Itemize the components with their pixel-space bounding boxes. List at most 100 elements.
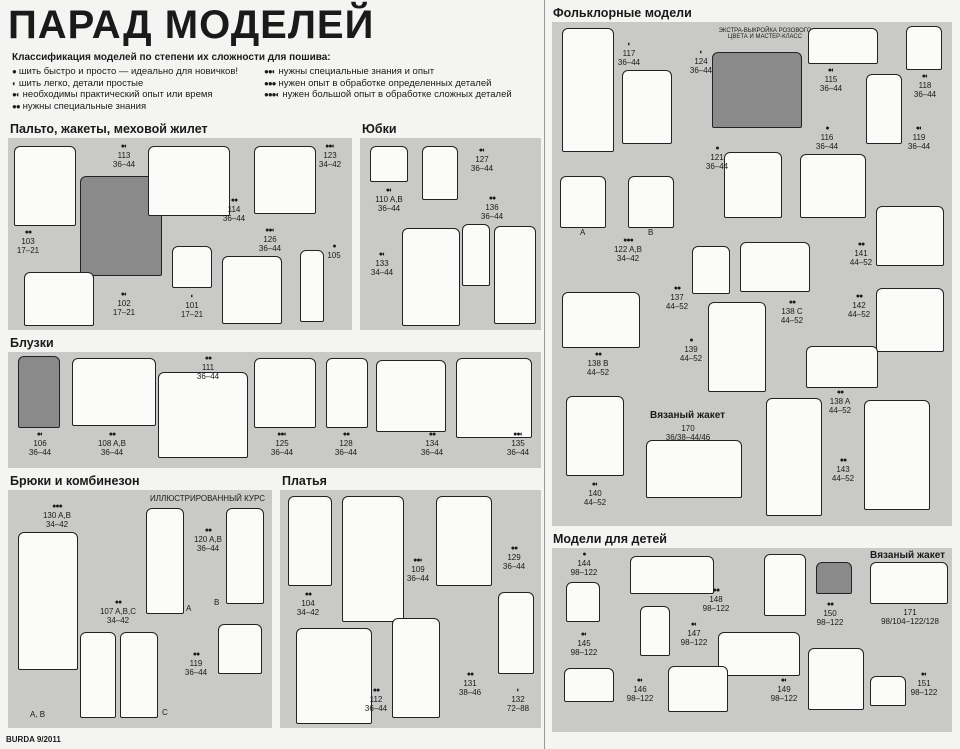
garment-kids-skirt[interactable] (816, 562, 852, 594)
knit-jacket-kids-title: Вязаный жакет (870, 550, 946, 561)
garment-blouse-108[interactable] (72, 358, 156, 426)
garment-folk-skirt-139[interactable] (708, 302, 766, 392)
label-122-b: B (648, 228, 654, 237)
garment-kids-skirt-151[interactable] (870, 676, 906, 706)
legend-item: ●●нужны специальные знания (12, 100, 147, 112)
garment-folk-skirt-121[interactable] (724, 152, 782, 218)
garment-vest-106[interactable] (18, 356, 60, 428)
garment-kids-vest-144[interactable] (566, 582, 600, 622)
garment-folk-blouse-116[interactable] (800, 154, 866, 218)
garment-folk-blouse-115[interactable] (808, 28, 878, 64)
garment-kids-dress-151[interactable] (808, 648, 864, 710)
garment-skirt-long[interactable] (494, 226, 536, 324)
garment-knit-jacket-171[interactable] (870, 562, 948, 604)
section-title-blouses: Блузки (10, 336, 54, 350)
page-fold (544, 0, 545, 749)
model-105: ●105 (327, 243, 341, 260)
garment-kids-skirt-145[interactable] (564, 668, 614, 702)
garment-jacket-123[interactable] (254, 146, 316, 214)
garment-skirt-127[interactable] (422, 146, 458, 200)
garment-trousers-120a[interactable] (146, 508, 184, 614)
garment-folk-vest-137[interactable] (692, 246, 730, 294)
knit-jacket-title: Вязаный жакет (650, 410, 726, 421)
garment-dress-132[interactable] (498, 592, 534, 674)
garment-folk-apron-143[interactable] (864, 400, 930, 510)
garment-kids-shorts-147[interactable] (640, 606, 670, 656)
garment-jacket-126[interactable] (222, 256, 282, 324)
garment-kids-blouse-148[interactable] (630, 556, 714, 594)
garment-kids-blouse-149[interactable] (718, 632, 800, 676)
garment-kids-dress[interactable] (764, 554, 806, 616)
section-title-coats: Пальто, жакеты, меховой жилет (10, 122, 208, 136)
page-title: ПАРАД МОДЕЛЕЙ (8, 3, 375, 47)
garment-folk-skirt-140[interactable] (566, 396, 624, 476)
garment-trousers-119[interactable] (218, 624, 262, 674)
garment-dress-131[interactable] (392, 618, 440, 718)
garment-trousers-107b[interactable] (120, 632, 158, 718)
garment-blouse-135[interactable] (456, 358, 532, 438)
garment-folk-cape[interactable] (712, 52, 802, 128)
section-title-trousers: Брюки и комбинезон (10, 474, 140, 488)
garment-scarf-105[interactable] (300, 250, 324, 322)
garment-folk-vest-118[interactable] (906, 26, 942, 70)
garment-folk-jacket-122a[interactable] (560, 176, 606, 228)
section-title-dresses: Платья (282, 474, 327, 488)
garment-jacket-small[interactable] (24, 272, 94, 326)
garment-folk-dress-117[interactable] (562, 28, 614, 152)
garment-trousers-120b[interactable] (226, 508, 264, 604)
garment-dress-109[interactable] (342, 496, 404, 622)
garment-skirt-133[interactable] (402, 228, 460, 326)
garment-vest-101[interactable] (172, 246, 212, 288)
label-ab: A, B (30, 710, 46, 719)
garment-skirt-110[interactable] (370, 146, 408, 182)
garment-folk-dress[interactable] (766, 398, 822, 516)
garment-folk-jacket-122b[interactable] (628, 176, 674, 228)
garment-top-128[interactable] (326, 358, 368, 428)
garment-dress-104[interactable] (288, 496, 332, 586)
garment-trousers-136[interactable] (462, 224, 490, 286)
garment-folk-apron-124[interactable] (622, 70, 672, 144)
garment-folk-jacket-141[interactable] (876, 206, 944, 266)
garment-blouse-111[interactable] (158, 372, 248, 458)
garment-dress-112[interactable] (296, 628, 372, 724)
garment-folk-blouse-138a[interactable] (806, 346, 878, 388)
garment-folk-blouse-138c[interactable] (740, 242, 810, 292)
garment-trousers-107a[interactable] (80, 632, 116, 718)
garment-knit-jacket-170[interactable] (646, 440, 742, 498)
garment-folk-jacket-142[interactable] (876, 288, 944, 352)
label-a: A (186, 604, 192, 613)
garment-coat-114[interactable] (148, 146, 230, 216)
garment-folk-blouse-138b[interactable] (562, 292, 640, 348)
garment-coat-103[interactable] (14, 146, 76, 226)
garment-kids-jacket[interactable] (668, 666, 728, 712)
section-title-folk: Фольклорные модели (553, 6, 692, 20)
garment-dress-129[interactable] (436, 496, 492, 586)
garment-jacket-125[interactable] (254, 358, 316, 428)
legend-item: ●●◐нужны специальные знания и опыт (264, 66, 435, 77)
garment-blouse-134[interactable] (376, 360, 446, 432)
garment-folk-trousers-119[interactable] (866, 74, 902, 144)
garment-jumpsuit-130[interactable] (18, 532, 78, 670)
legend-item: ●◐необходимы практический опыт или время (12, 89, 213, 100)
